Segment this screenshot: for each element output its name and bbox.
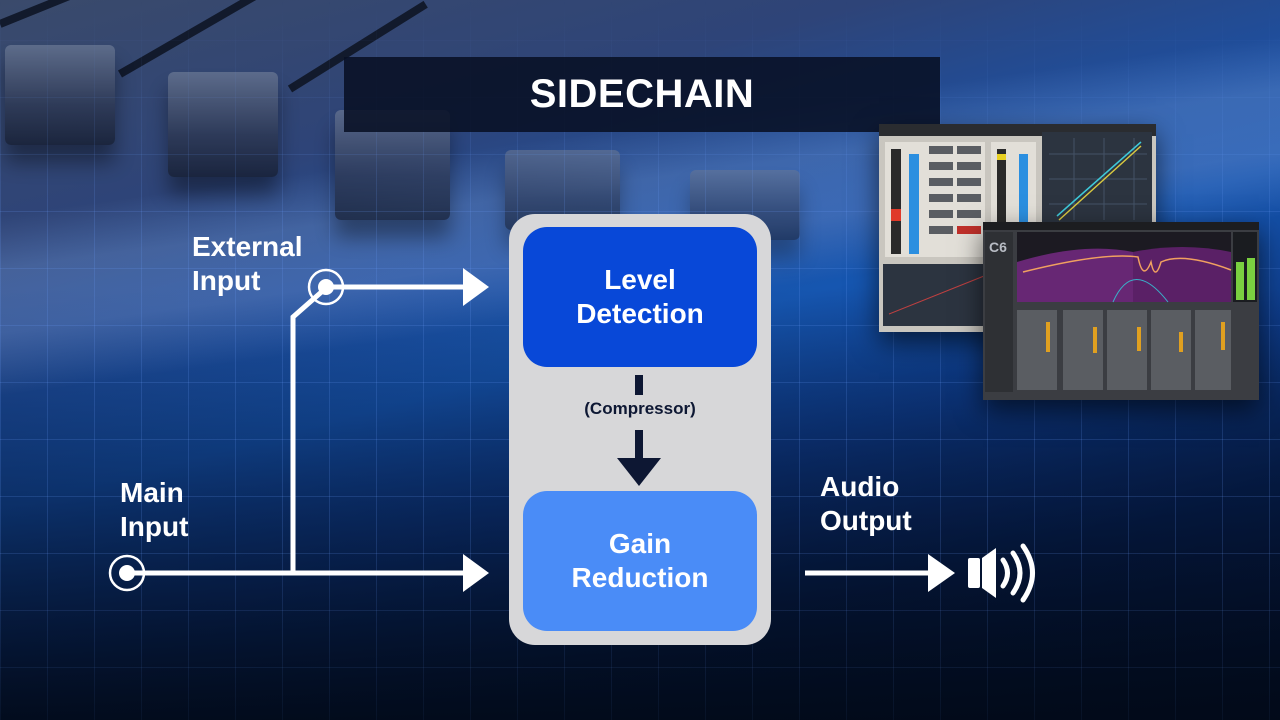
output-arrowhead: [928, 554, 955, 592]
compressor-arrow: [617, 375, 661, 486]
speaker-volume-icon: [968, 543, 1035, 603]
c6-logo: C6: [989, 239, 1007, 255]
page-title: SIDECHAIN: [529, 72, 755, 116]
audio-output-label-line1: Audio: [820, 471, 900, 502]
processor-panel: Level Detection (Compressor) Gain Reduct…: [509, 214, 771, 645]
main-arrowhead: [463, 554, 489, 592]
gain-reduction-block: Gain Reduction: [523, 491, 757, 631]
main-input-label: Main Input: [120, 476, 188, 544]
sidechain-line: [290, 286, 328, 573]
gain-reduction-line2: Reduction: [571, 562, 709, 593]
main-input-label-line2: Input: [120, 511, 189, 542]
level-detection-block: Level Detection: [523, 227, 757, 367]
level-detection-line2: Detection: [576, 298, 704, 329]
external-input-node-icon: [307, 268, 345, 306]
external-input-label-line2: Input: [192, 265, 261, 296]
c6-multiband-plugin-screenshot: C6: [983, 222, 1259, 400]
compressor-label: (Compressor): [584, 399, 696, 418]
audio-output-label-line2: Output: [820, 505, 912, 536]
external-input-label: External Input: [192, 230, 303, 298]
audio-output-label: Audio Output: [820, 470, 912, 538]
title-band: SIDECHAIN: [344, 57, 940, 132]
main-input-label-line1: Main: [120, 477, 184, 508]
external-arrowhead: [463, 268, 489, 306]
level-detection-line1: Level: [604, 264, 676, 295]
main-input-node-icon: [108, 554, 146, 592]
external-input-label-line1: External: [192, 231, 303, 262]
gain-reduction-line1: Gain: [608, 528, 672, 559]
